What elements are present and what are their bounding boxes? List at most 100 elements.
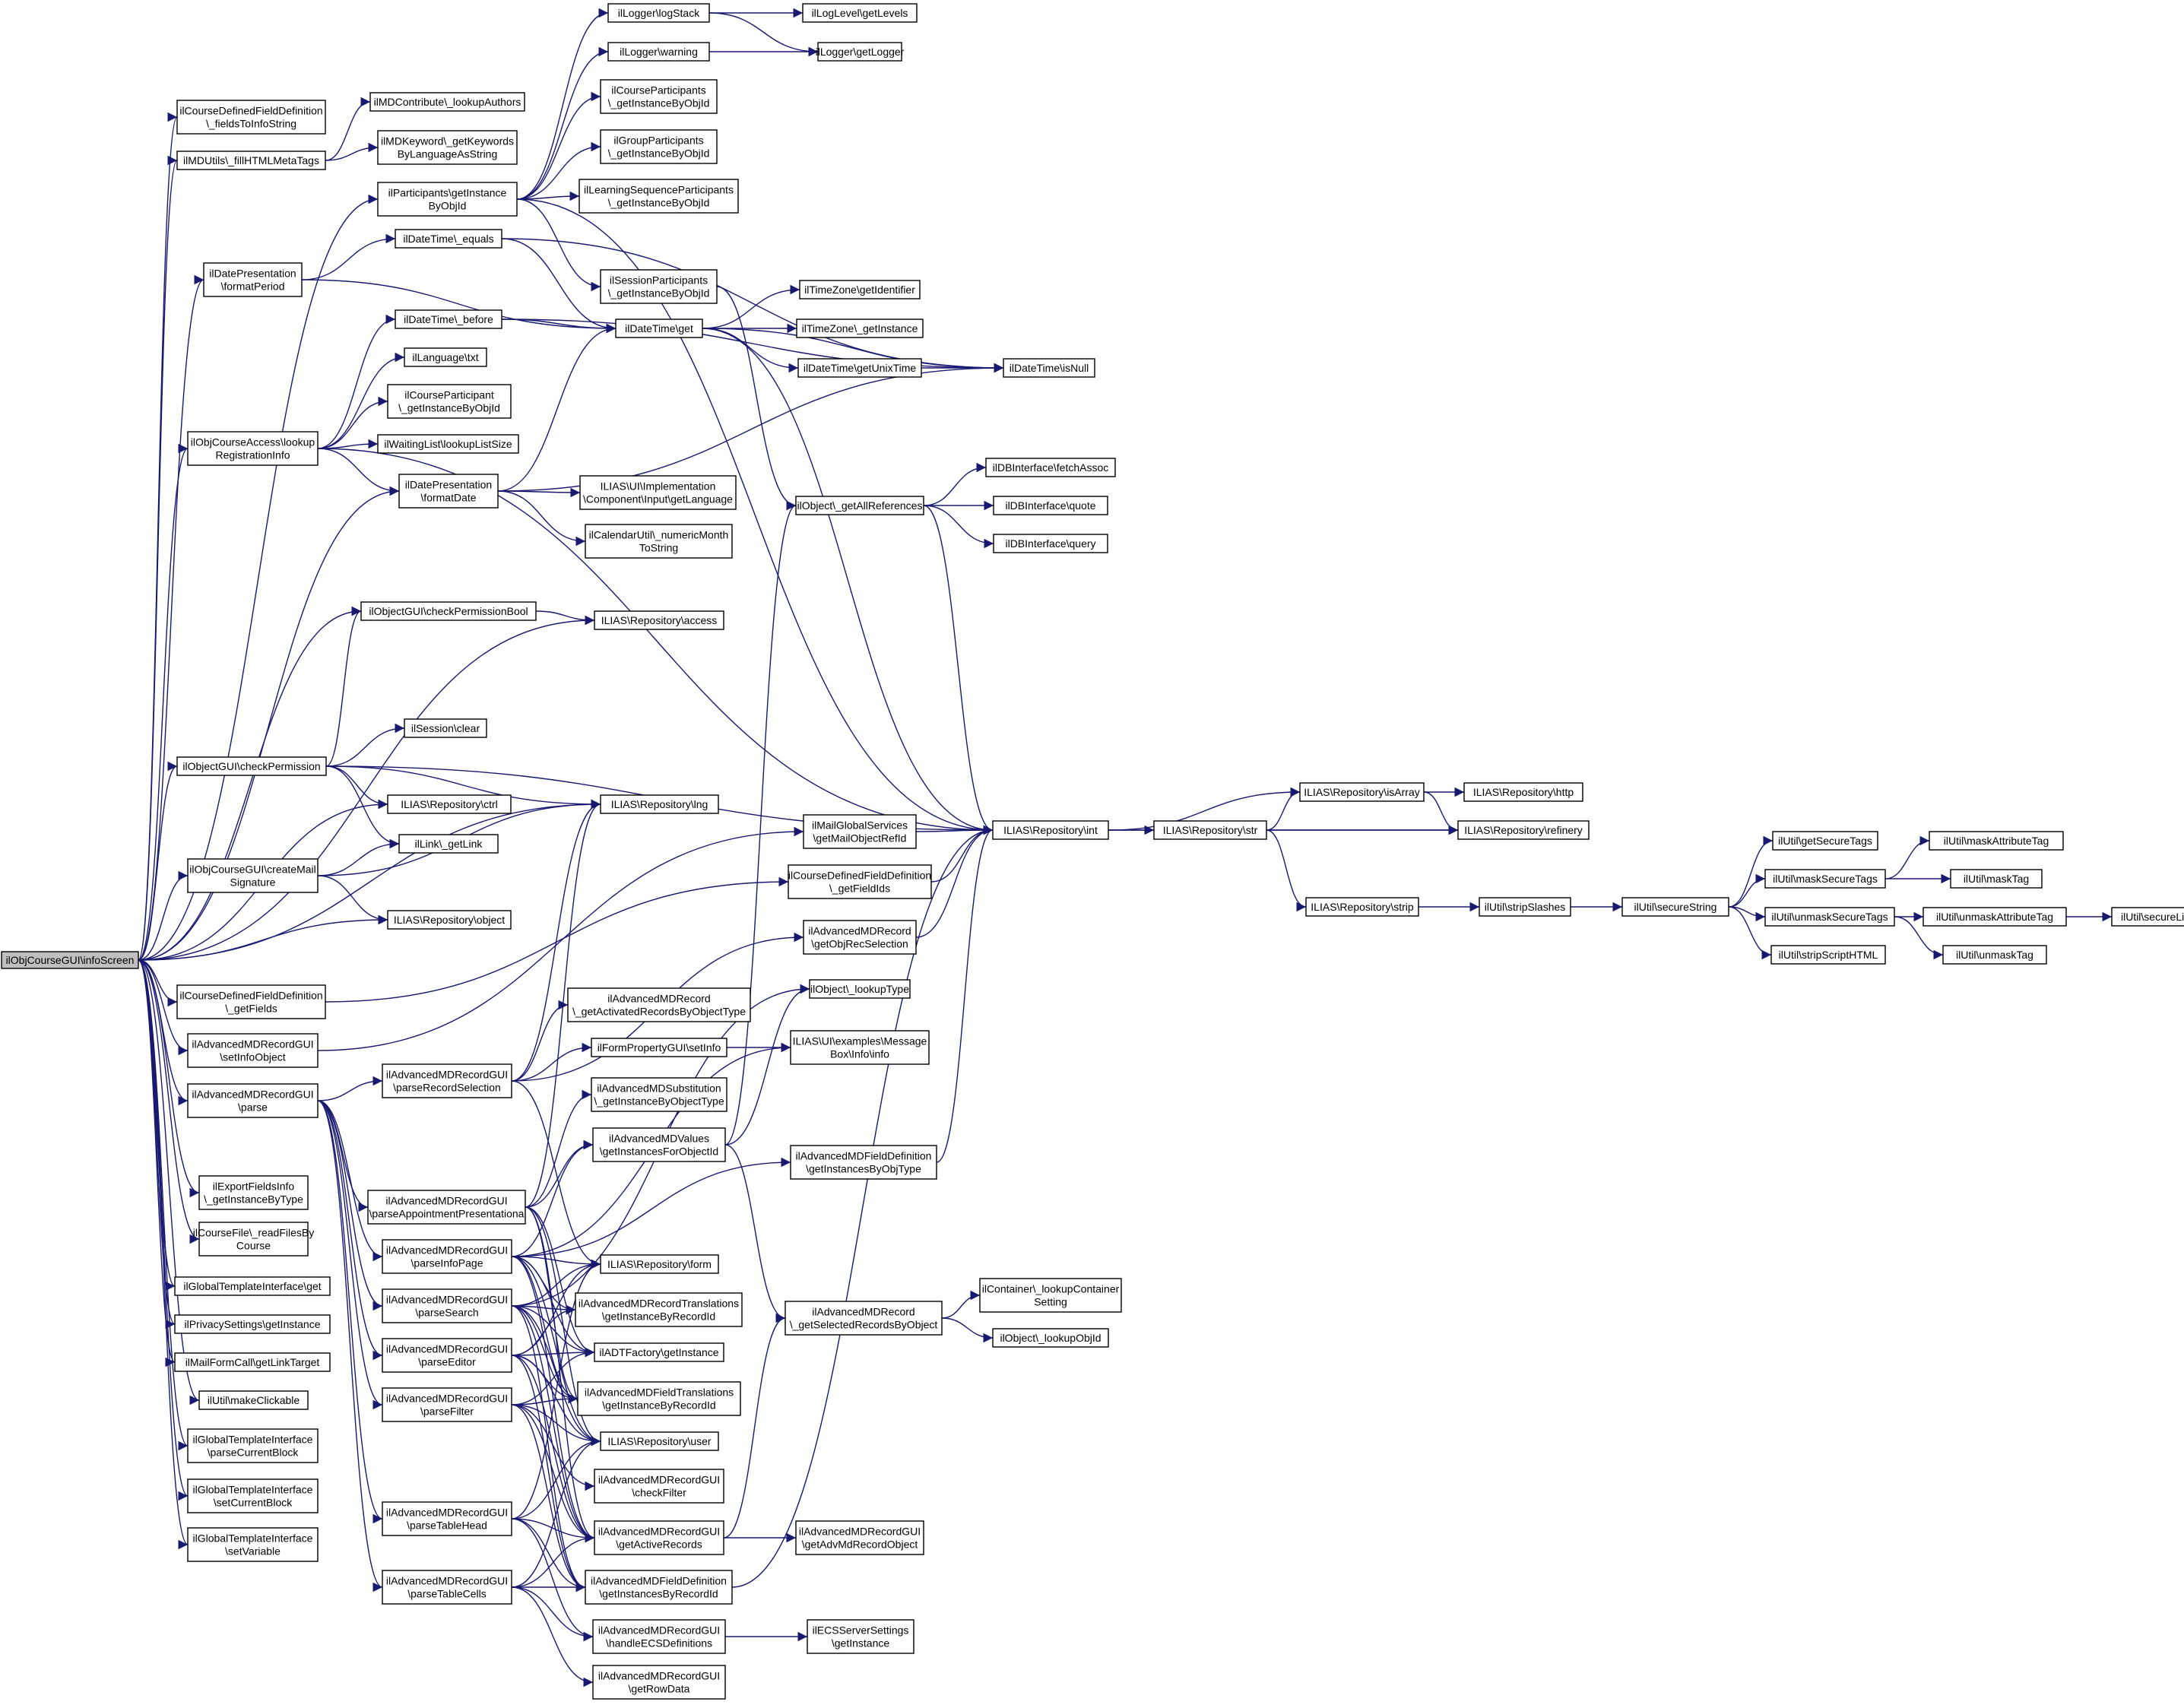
node-box[interactable] bbox=[1772, 831, 1878, 851]
node-e2[interactable]: ilLogger\warning bbox=[607, 42, 710, 62]
node-box[interactable] bbox=[404, 347, 487, 367]
node-e7[interactable]: ilDateTime\get bbox=[615, 318, 703, 338]
node-box[interactable] bbox=[591, 1038, 727, 1057]
node-e3[interactable]: ilCourseParticipants\_getInstanceByObjId bbox=[600, 79, 718, 114]
node-box[interactable] bbox=[1003, 358, 1095, 378]
node-e16[interactable]: ILIAS\Repository\form bbox=[600, 1254, 719, 1274]
node-f5[interactable]: ilDateTime\getUnixTime bbox=[797, 358, 922, 378]
node-box[interactable] bbox=[799, 280, 921, 299]
node-box[interactable] bbox=[578, 179, 739, 214]
node-e19[interactable]: ilAdvancedMDFieldTranslations\getInstanc… bbox=[577, 1381, 741, 1416]
node-i4[interactable]: ilUtil\stripScriptHTML bbox=[1770, 945, 1886, 965]
node-box[interactable] bbox=[1479, 897, 1571, 917]
node-e24[interactable]: ilAdvancedMDRecordGUI\handleECSDefinitio… bbox=[592, 1619, 726, 1654]
node-box[interactable] bbox=[1299, 782, 1425, 802]
node-box[interactable] bbox=[600, 1254, 719, 1274]
node-box[interactable] bbox=[387, 910, 512, 930]
node-box[interactable] bbox=[387, 384, 512, 419]
node-d1[interactable]: ilMDContribute\_lookupAuthors bbox=[369, 92, 525, 112]
node-h4[interactable]: ILIAS\Repository\http bbox=[1463, 782, 1583, 802]
node-f12[interactable]: ilAdvancedMDFieldDefinition\getInstances… bbox=[790, 1145, 937, 1180]
node-c3[interactable]: ilDatePresentation\formatPeriod bbox=[203, 262, 303, 297]
node-box[interactable] bbox=[382, 1501, 512, 1536]
node-f10[interactable]: ilObject\_lookupType bbox=[809, 979, 911, 999]
node-g4[interactable]: ilDBInterface\query bbox=[993, 534, 1108, 553]
node-g5[interactable]: ILIAS\Repository\int bbox=[992, 820, 1109, 840]
node-box[interactable] bbox=[803, 814, 917, 849]
node-i2[interactable]: ilUtil\maskSecureTags bbox=[1764, 869, 1886, 889]
node-box[interactable] bbox=[176, 100, 326, 135]
node-box[interactable] bbox=[377, 130, 518, 165]
node-box[interactable] bbox=[600, 129, 718, 164]
node-box[interactable] bbox=[817, 42, 902, 62]
node-box[interactable] bbox=[585, 524, 733, 559]
node-box[interactable] bbox=[176, 984, 326, 1019]
node-g2[interactable]: ilDBInterface\fetchAssoc bbox=[985, 458, 1116, 477]
node-box[interactable] bbox=[398, 474, 499, 509]
node-box[interactable] bbox=[174, 1352, 331, 1372]
node-box[interactable] bbox=[382, 1063, 512, 1098]
node-box[interactable] bbox=[1764, 907, 1895, 927]
node-h5[interactable]: ILIAS\Repository\refinery bbox=[1457, 820, 1590, 840]
node-i1[interactable]: ilUtil\getSecureTags bbox=[1772, 831, 1878, 851]
node-f8[interactable]: ilCourseDefinedFieldDefinition\_getField… bbox=[788, 864, 932, 899]
node-box[interactable] bbox=[993, 496, 1108, 515]
node-e22[interactable]: ilAdvancedMDRecordGUI\getActiveRecords bbox=[594, 1520, 724, 1555]
node-e17[interactable]: ilAdvancedMDRecordTranslations\getInstan… bbox=[575, 1292, 743, 1327]
node-box[interactable] bbox=[985, 458, 1116, 477]
node-e21[interactable]: ilAdvancedMDRecordGUI\checkFilter bbox=[594, 1469, 724, 1504]
node-j4[interactable]: ilUtil\unmaskTag bbox=[1942, 945, 2047, 965]
node-c8[interactable]: ilAdvancedMDRecordGUI\setInfoObject bbox=[187, 1033, 319, 1068]
node-e12[interactable]: ilAdvancedMDRecord\_getActivatedRecordsB… bbox=[567, 987, 751, 1022]
node-d13[interactable]: ilLink\_getLink bbox=[398, 834, 499, 854]
node-e20[interactable]: ILIAS\Repository\user bbox=[600, 1431, 719, 1451]
node-box[interactable] bbox=[795, 1520, 924, 1555]
node-root[interactable]: ilObjCourseGUI\infoScreen bbox=[1, 951, 139, 969]
node-box[interactable] bbox=[577, 1381, 741, 1416]
node-d19[interactable]: ilAdvancedMDRecordGUI\parseEditor bbox=[382, 1338, 512, 1373]
node-box[interactable] bbox=[992, 820, 1109, 840]
node-c2[interactable]: ilMDUtils\_fillHTMLMetaTags bbox=[176, 151, 326, 170]
node-box[interactable] bbox=[382, 1338, 512, 1373]
node-box[interactable] bbox=[395, 309, 502, 329]
node-d7[interactable]: ilCourseParticipant\_getInstanceByObjId bbox=[387, 384, 512, 419]
node-box[interactable] bbox=[377, 182, 518, 217]
node-box[interactable] bbox=[607, 3, 710, 23]
node-c17[interactable]: ilGlobalTemplateInterface\setCurrentBloc… bbox=[187, 1478, 319, 1513]
node-c10[interactable]: ilExportFieldsInfo\_getInstanceByType bbox=[198, 1175, 309, 1210]
node-box[interactable] bbox=[1305, 897, 1419, 917]
node-box[interactable] bbox=[382, 1239, 512, 1274]
node-e10[interactable]: ILIAS\Repository\access bbox=[594, 610, 724, 630]
node-d14[interactable]: ILIAS\Repository\object bbox=[387, 910, 512, 930]
node-box[interactable] bbox=[600, 1431, 719, 1451]
node-box[interactable] bbox=[198, 1175, 309, 1210]
node-e1[interactable]: ilLogger\logStack bbox=[607, 3, 710, 23]
node-f14[interactable]: ilAdvancedMDRecordGUI\getAdvMdRecordObje… bbox=[795, 1520, 924, 1555]
node-box[interactable] bbox=[1950, 869, 2043, 889]
node-box[interactable] bbox=[382, 1387, 512, 1422]
node-box[interactable] bbox=[1621, 897, 1729, 917]
node-box[interactable] bbox=[187, 1083, 319, 1118]
node-d3[interactable]: ilParticipants\getInstanceByObjId bbox=[377, 182, 518, 217]
node-box[interactable] bbox=[404, 718, 487, 738]
node-box[interactable] bbox=[1, 951, 139, 969]
node-box[interactable] bbox=[174, 1276, 331, 1296]
node-f13[interactable]: ilAdvancedMDRecord\_getSelectedRecordsBy… bbox=[785, 1301, 943, 1336]
node-box[interactable] bbox=[176, 756, 327, 776]
node-box[interactable] bbox=[567, 987, 751, 1022]
node-box[interactable] bbox=[1457, 820, 1590, 840]
node-c16[interactable]: ilGlobalTemplateInterface\parseCurrentBl… bbox=[187, 1428, 319, 1463]
node-d20[interactable]: ilAdvancedMDRecordGUI\parseFilter bbox=[382, 1387, 512, 1422]
node-box[interactable] bbox=[377, 434, 519, 454]
node-box[interactable] bbox=[803, 920, 917, 955]
node-f9[interactable]: ilAdvancedMDRecord\getObjRecSelection bbox=[803, 920, 917, 955]
node-f4[interactable]: ilTimeZone\_getInstance bbox=[796, 318, 924, 338]
node-box[interactable] bbox=[360, 601, 537, 621]
node-box[interactable] bbox=[176, 151, 326, 170]
node-e6[interactable]: ilSessionParticipants\_getInstanceByObjI… bbox=[600, 269, 718, 304]
node-j1[interactable]: ilUtil\maskAttributeTag bbox=[1929, 831, 2064, 851]
node-box[interactable] bbox=[579, 475, 737, 510]
node-box[interactable] bbox=[795, 496, 924, 515]
node-j3[interactable]: ilUtil\unmaskAttributeTag bbox=[1922, 907, 2067, 927]
